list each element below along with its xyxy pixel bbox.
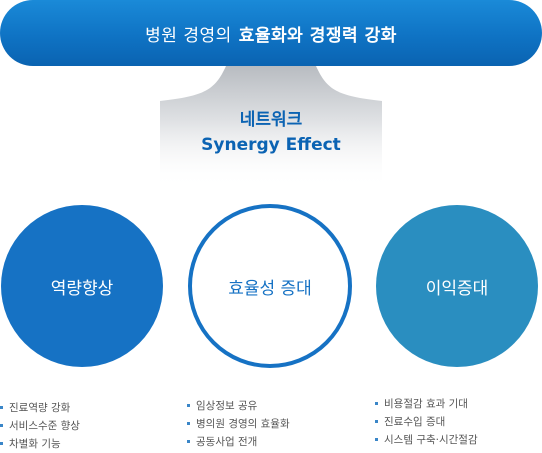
list-item: 차별화 기능	[0, 435, 80, 453]
title-banner: 병원 경영의 효율화와 경쟁력 강화	[0, 0, 542, 66]
list-item-text: 진료역량 강화	[9, 402, 71, 414]
bullet-icon	[0, 424, 3, 427]
banner-text-bold: 효율화와 경쟁력 강화	[238, 25, 397, 46]
bullet-icon	[0, 406, 3, 409]
circle-capability-label: 역량향상	[50, 278, 114, 299]
circle-efficiency: 효율성 증대	[188, 204, 352, 368]
list-item-text: 공동사업 전개	[196, 436, 258, 448]
circle-profit: 이익증대	[376, 205, 538, 367]
capability-list: 진료역량 강화 서비스수준 향상 차별화 기능	[0, 399, 80, 453]
synergy-effect-title: Synergy Effect	[201, 135, 341, 155]
list-item: 임상정보 공유	[187, 397, 290, 415]
bullet-icon	[187, 440, 190, 443]
network-title: 네트워크	[239, 110, 303, 130]
list-item-text: 서비스수준 향상	[9, 420, 80, 432]
circle-profit-label: 이익증대	[425, 278, 489, 299]
list-item: 서비스수준 향상	[0, 417, 80, 435]
list-item-text: 비용절감 효과 기대	[384, 398, 468, 410]
network-synergy-label: 네트워크 Synergy Effect	[171, 108, 371, 158]
list-item-text: 진료수입 증대	[384, 416, 446, 428]
banner-text-normal: 병원 경영의	[145, 25, 232, 46]
bullet-icon	[375, 438, 378, 441]
efficiency-list: 임상정보 공유 병의원 경영의 효율화 공동사업 전개	[187, 397, 290, 451]
list-item: 공동사업 전개	[187, 433, 290, 451]
list-item-text: 시스템 구축·시간절감	[384, 434, 478, 446]
bullet-icon	[375, 420, 378, 423]
list-item: 진료역량 강화	[0, 399, 80, 417]
list-item: 진료수입 증대	[375, 413, 478, 431]
bullet-icon	[187, 404, 190, 407]
bullet-icon	[375, 402, 378, 405]
profit-list: 비용절감 효과 기대 진료수입 증대 시스템 구축·시간절감	[375, 395, 478, 449]
list-item-text: 병의원 경영의 효율화	[196, 418, 290, 430]
bullet-icon	[187, 422, 190, 425]
list-item: 시스템 구축·시간절감	[375, 431, 478, 449]
funnel-shape	[160, 66, 382, 188]
circle-capability: 역량향상	[1, 205, 163, 367]
list-item-text: 차별화 기능	[9, 438, 61, 450]
list-item: 비용절감 효과 기대	[375, 395, 478, 413]
list-item-text: 임상정보 공유	[196, 400, 258, 412]
bullet-icon	[0, 442, 3, 445]
circle-efficiency-label: 효율성 증대	[228, 278, 312, 299]
list-item: 병의원 경영의 효율화	[187, 415, 290, 433]
